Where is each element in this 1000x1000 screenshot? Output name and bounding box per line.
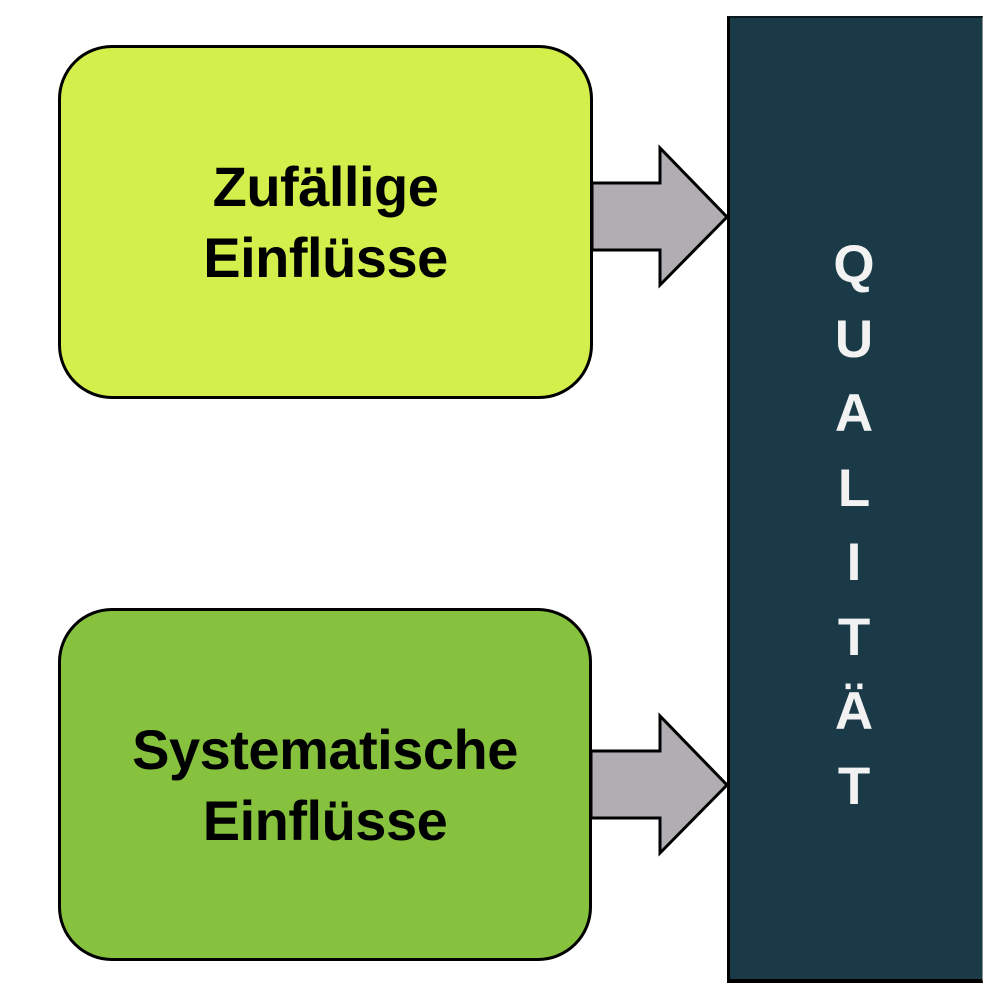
quality-letter: Ä [834, 682, 874, 741]
quality-letter: I [846, 533, 862, 592]
systematic-influences-box: Systematische Einflüsse [58, 608, 592, 961]
quality-letter: U [834, 309, 874, 369]
quality-vertical-label: Q U A L I T Ä T [726, 228, 982, 824]
quality-letter: Q [833, 235, 875, 294]
systematic-to-quality-arrow [589, 712, 730, 857]
random-influences-line-1: Zufällige [212, 155, 439, 218]
random-influences-line-2: Einflüsse [203, 226, 448, 289]
random-to-quality-arrow [590, 144, 730, 289]
quality-panel: Q U A L I T Ä T [727, 16, 983, 983]
systematic-influences-line-2: Einflüsse [202, 788, 448, 852]
quality-letter: T [837, 607, 871, 667]
quality-letter: A [834, 384, 874, 443]
quality-letter: T [837, 756, 871, 816]
random-influences-box: Zufällige Einflüsse [58, 45, 593, 399]
quality-letter: L [837, 458, 871, 518]
systematic-influences-line-1: Systematische [132, 717, 518, 781]
